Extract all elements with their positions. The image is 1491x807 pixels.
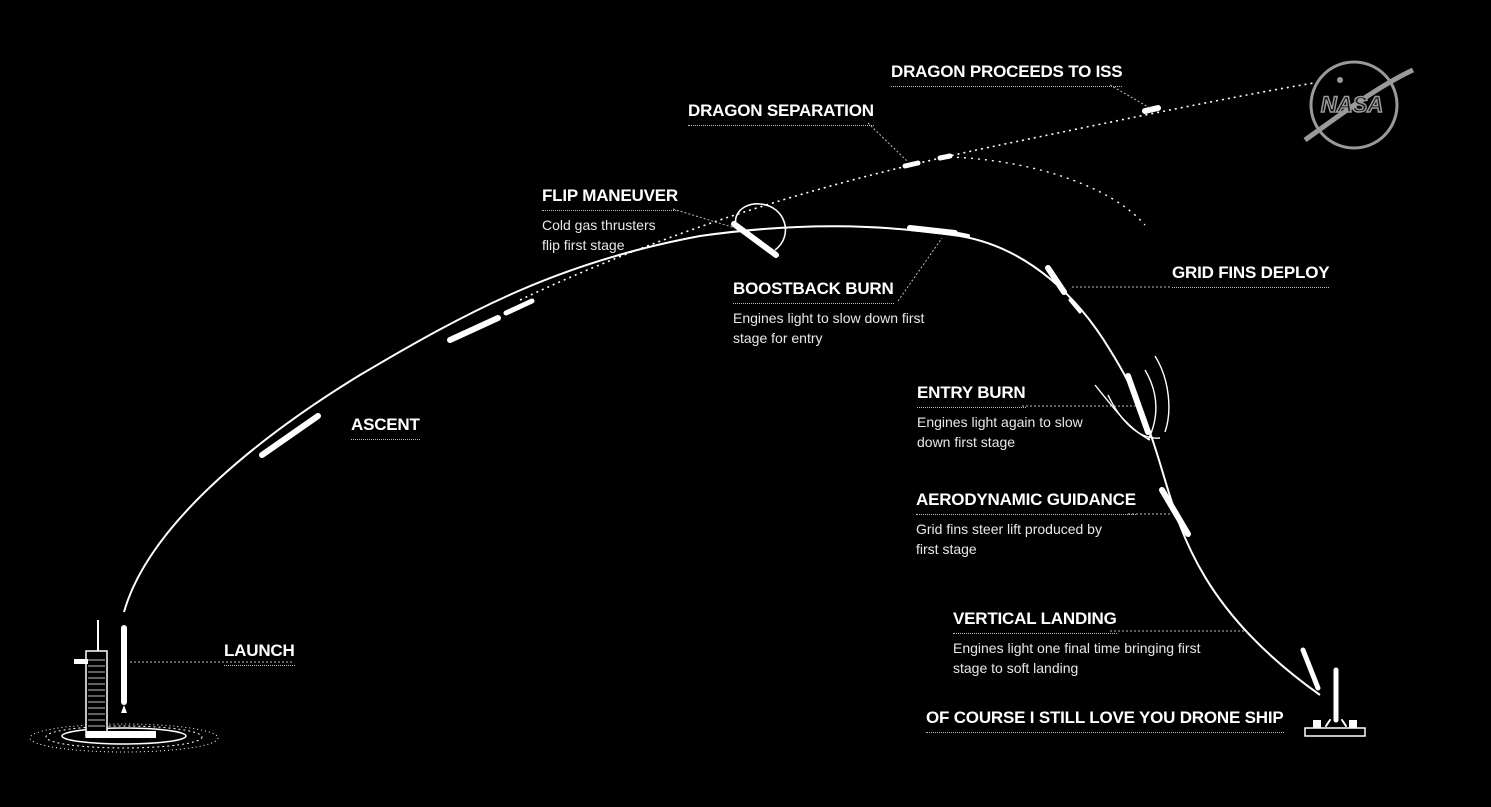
label-vertical-landing: VERTICAL LANDING Engines light one final…	[953, 609, 1200, 678]
label-entry-burn: ENTRY BURN Engines light again to slow d…	[917, 383, 1083, 452]
aero-guidance-stage-icon	[1159, 487, 1191, 537]
description-line: Grid fins steer lift produced by	[916, 521, 1102, 537]
label-title: VERTICAL LANDING	[953, 609, 1117, 634]
label-title: ASCENT	[351, 415, 420, 440]
description-line: stage for entry	[733, 330, 823, 346]
label-launch: LAUNCH	[224, 641, 295, 666]
label-title: BOOSTBACK BURN	[733, 279, 894, 304]
flip-maneuver-icon	[731, 203, 787, 258]
ascent-stage-markers	[259, 298, 535, 458]
nasa-logo: NASA	[1303, 60, 1415, 150]
grid-fins-stage-icon	[1045, 265, 1082, 314]
launch-pad-ripples	[29, 723, 219, 753]
label-flip-maneuver: FLIP MANEUVER Cold gas thrusters flip fi…	[542, 186, 678, 255]
description-line: flip first stage	[542, 237, 625, 253]
ascent-trajectory	[123, 225, 961, 613]
label-drone-ship: OF COURSE I STILL LOVE YOU DRONE SHIP	[926, 708, 1284, 733]
description-line: down first stage	[917, 434, 1016, 450]
label-title: GRID FINS DEPLOY	[1172, 263, 1330, 288]
label-dragon-proceeds-to-iss: DRAGON PROCEEDS TO ISS	[891, 62, 1123, 87]
label-description: Grid fins steer lift produced by first s…	[916, 519, 1136, 559]
rocket-on-pad-icon	[121, 625, 127, 713]
dragon-capsule-icons	[902, 105, 1161, 169]
label-description: Engines light one final time bringing fi…	[953, 638, 1200, 678]
label-description: Engines light again to slow down first s…	[917, 412, 1083, 452]
fairing-trajectory	[949, 156, 1146, 226]
label-title: FLIP MANEUVER	[542, 186, 678, 211]
leader-lines	[130, 84, 1245, 663]
vertical-landing-icon	[1300, 647, 1347, 727]
label-dragon-separation: DRAGON SEPARATION	[688, 101, 874, 126]
drone-ship-icon	[1304, 720, 1366, 737]
label-description: Cold gas thrusters flip first stage	[542, 215, 678, 255]
label-title: ENTRY BURN	[917, 383, 1026, 408]
description-line: Engines light one final time bringing fi…	[953, 640, 1201, 656]
description-line: Engines light again to slow	[917, 414, 1083, 430]
label-ascent: ASCENT	[351, 415, 420, 440]
label-boostback-burn: BOOSTBACK BURN Engines light to slow dow…	[733, 279, 924, 348]
description-line: first stage	[916, 541, 977, 557]
label-title: OF COURSE I STILL LOVE YOU DRONE SHIP	[926, 708, 1284, 733]
description-line: Engines light to slow down first	[733, 310, 925, 326]
label-title: AERODYNAMIC GUIDANCE	[916, 490, 1136, 515]
label-title: LAUNCH	[224, 641, 295, 666]
description-line: Cold gas thrusters	[542, 217, 656, 233]
entry-burn-icon	[1094, 355, 1170, 441]
label-aerodynamic-guidance: AERODYNAMIC GUIDANCE Grid fins steer lif…	[916, 490, 1136, 559]
boostback-stage-icon	[907, 225, 970, 238]
label-title: DRAGON PROCEEDS TO ISS	[891, 62, 1123, 87]
description-line: stage to soft landing	[953, 660, 1079, 676]
svg-text:NASA: NASA	[1321, 92, 1383, 117]
launch-tower	[74, 620, 156, 738]
label-description: Engines light to slow down first stage f…	[733, 308, 924, 348]
label-grid-fins-deploy: GRID FINS DEPLOY	[1172, 263, 1330, 288]
label-title: DRAGON SEPARATION	[688, 101, 874, 126]
